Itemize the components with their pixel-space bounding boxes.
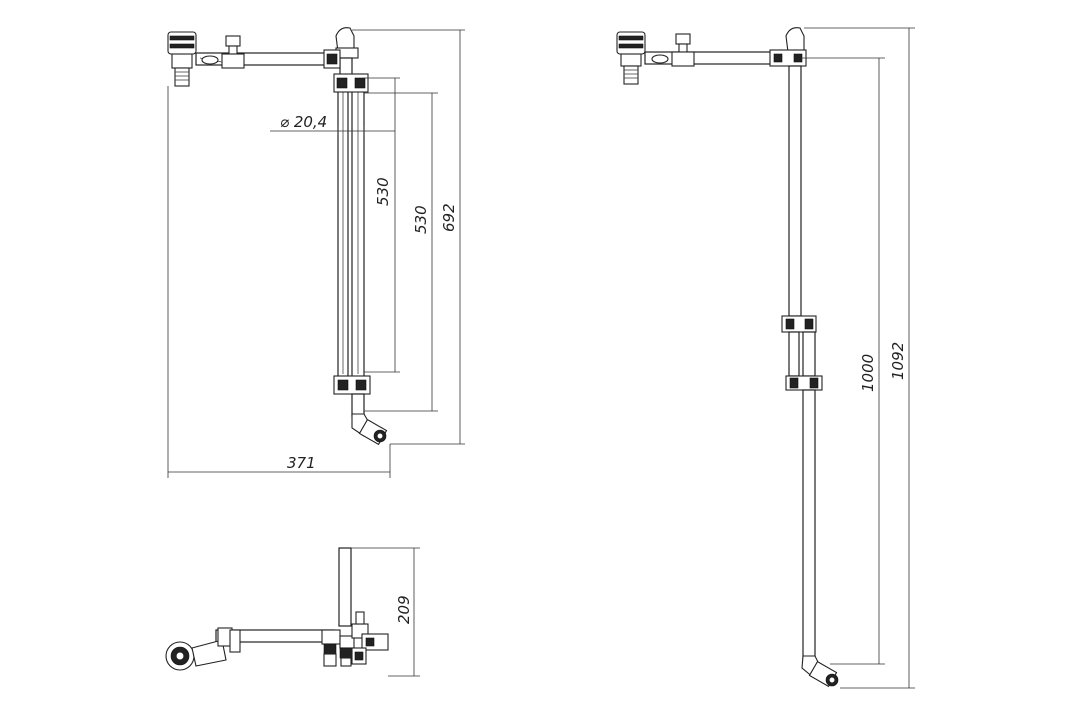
dim-530-inner: 530 xyxy=(374,177,392,206)
right-lower-clamp xyxy=(785,375,823,391)
side-view: 209 xyxy=(165,547,420,677)
valve-head-left xyxy=(167,31,197,87)
side-riser xyxy=(338,547,352,627)
dim-209: 209 xyxy=(395,595,413,624)
small-valve xyxy=(199,35,245,69)
dim-530-outer: 530 xyxy=(412,205,430,234)
right-upper-rail xyxy=(788,65,802,317)
bottom-clamp xyxy=(333,375,371,395)
dim-1092: 1092 xyxy=(889,342,907,380)
dim-1000: 1000 xyxy=(859,354,877,392)
side-valve-head xyxy=(165,639,227,671)
dim-371: 371 xyxy=(287,454,316,472)
top-elbow xyxy=(335,27,355,53)
front-view: ⌀ 20,4 530 530 692 371 xyxy=(167,27,465,478)
side-fittings xyxy=(321,611,389,667)
right-view: 1000 1092 xyxy=(616,27,915,689)
top-clamp xyxy=(323,49,369,93)
right-bottom-fitting xyxy=(801,655,839,688)
diameter-label: ⌀ 20,4 xyxy=(280,113,327,131)
right-middle-clamp xyxy=(781,315,817,333)
right-lower-rail xyxy=(802,389,816,659)
bottom-fitting xyxy=(358,418,388,446)
right-small-valve xyxy=(651,33,695,67)
right-valve-head xyxy=(616,31,646,85)
dim-692: 692 xyxy=(440,203,458,232)
